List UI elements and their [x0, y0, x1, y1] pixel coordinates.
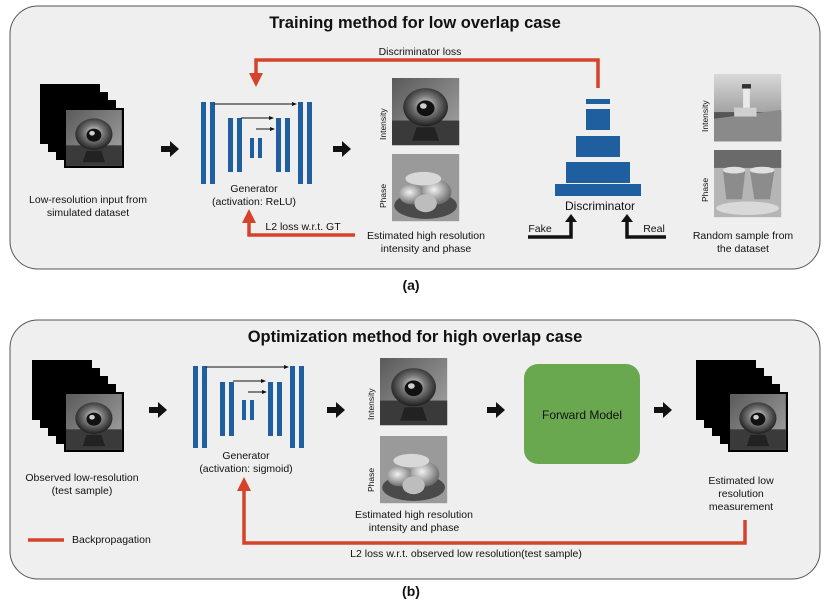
flow-arrow-b4	[654, 402, 672, 418]
input-stack-a	[40, 84, 124, 168]
l2-loss-b-label: L2 loss w.r.t. observed low resolution(t…	[350, 548, 582, 560]
measure-line1: Estimated low	[708, 475, 774, 487]
generator-a-line2: (activation: ReLU)	[212, 196, 296, 208]
fake-arrow	[528, 220, 573, 239]
input-label-b-line2: (test sample)	[52, 485, 113, 497]
fake-label: Fake	[528, 223, 552, 235]
estimated-phase-a	[392, 154, 460, 222]
forward-model-label: Forward Model	[542, 408, 622, 422]
phase-label-b: Phase	[366, 468, 376, 492]
phase-label-a: Phase	[378, 184, 388, 208]
sample-a-line1: Random sample from	[693, 230, 794, 242]
input-label-a-line2: simulated dataset	[47, 207, 129, 219]
generator-a-line1: Generator	[230, 183, 278, 195]
generator-unet-a	[201, 102, 312, 184]
sample-phase-label: Phase	[700, 178, 710, 202]
sample-phase-image	[714, 150, 782, 218]
sample-intensity-image	[714, 74, 782, 142]
forward-model-box	[524, 364, 640, 464]
input-label-a-line1: Low-resolution input from	[29, 194, 147, 206]
input-label-b-line1: Observed low-resolution	[25, 472, 138, 484]
caption-b: (b)	[402, 583, 420, 599]
estimate-a-line2: intensity and phase	[381, 243, 472, 255]
discriminator-label: Discriminator	[565, 199, 635, 213]
intensity-label-a: Intensity	[378, 108, 388, 140]
l2-loss-a-label: L2 loss w.r.t. GT	[265, 221, 341, 233]
sample-a-line2: the dataset	[717, 243, 769, 255]
flow-arrow-a2	[333, 141, 351, 157]
discriminator-pyramid	[555, 99, 641, 196]
caption-a: (a)	[402, 277, 419, 293]
flow-arrow-b2	[327, 402, 345, 418]
flow-arrow-a1	[161, 141, 179, 157]
flow-arrow-b1	[149, 402, 167, 418]
estimate-a-line1: Estimated high resolution	[367, 230, 485, 242]
generator-b-line2: (activation: sigmoid)	[199, 463, 292, 475]
estimated-intensity-a	[392, 78, 460, 146]
real-arrow	[625, 220, 666, 239]
l2-loss-arrow-b	[237, 477, 747, 545]
flow-arrow-b3	[487, 402, 505, 418]
sample-intensity-label: Intensity	[700, 100, 710, 132]
estimated-phase-b	[380, 436, 448, 504]
l2-loss-arrow-a	[242, 209, 355, 237]
real-label: Real	[643, 223, 665, 235]
discriminator-loss-arrow	[249, 58, 600, 88]
measurement-stack	[696, 360, 788, 452]
generator-b-line1: Generator	[222, 450, 270, 462]
estimate-b-line1: Estimated high resolution	[355, 509, 473, 521]
real-arrow-head	[621, 214, 633, 222]
generator-unet-b	[193, 366, 304, 448]
discriminator-loss-label: Discriminator loss	[379, 46, 462, 58]
panel-a-title: Training method for low overlap case	[269, 14, 561, 32]
legend-backprop-label: Backpropagation	[72, 534, 151, 546]
panel-b-title: Optimization method for high overlap cas…	[248, 328, 583, 346]
fake-arrow-head	[565, 214, 577, 222]
intensity-label-b: Intensity	[366, 388, 376, 420]
measure-line2: resolution	[718, 488, 764, 500]
estimated-intensity-b	[380, 358, 448, 426]
measure-line3: measurement	[709, 501, 773, 513]
estimate-b-line2: intensity and phase	[369, 522, 460, 534]
input-stack-b	[32, 360, 124, 452]
